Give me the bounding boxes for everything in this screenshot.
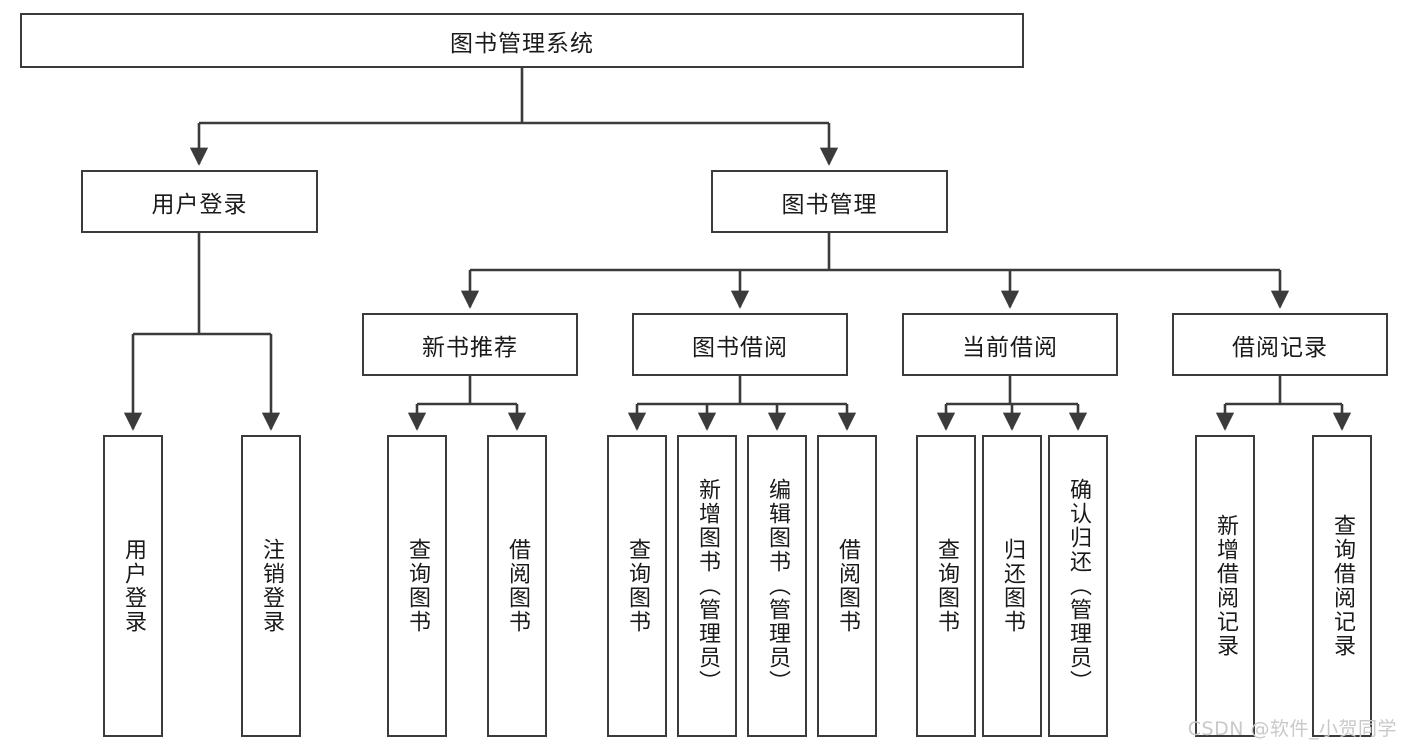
node-leaf-confirm-return[interactable]: 确认归还（管理员） <box>1048 435 1108 737</box>
node-new-book-recommend-label: 新书推荐 <box>422 334 518 361</box>
node-leaf-user-logout[interactable]: 注销登录 <box>241 435 301 737</box>
node-leaf-query-book-3[interactable]: 查询图书 <box>916 435 976 737</box>
node-leaf-confirm-return-label: 确认归还（管理员） <box>1066 478 1091 694</box>
node-leaf-borrow-book-1[interactable]: 借阅图书 <box>487 435 547 737</box>
node-user-login-label: 用户登录 <box>151 191 248 218</box>
node-current-borrow-label: 当前借阅 <box>962 334 1058 361</box>
node-leaf-query-record[interactable]: 查询借阅记录 <box>1312 435 1372 737</box>
node-root[interactable]: 图书管理系统 <box>20 13 1024 68</box>
node-leaf-query-record-label: 查询借阅记录 <box>1330 514 1355 658</box>
node-borrow-record[interactable]: 借阅记录 <box>1172 313 1388 376</box>
node-leaf-borrow-book-1-label: 借阅图书 <box>505 538 530 634</box>
node-leaf-user-login-label: 用户登录 <box>121 538 146 634</box>
node-leaf-edit-book[interactable]: 编辑图书（管理员） <box>747 435 807 737</box>
node-leaf-borrow-book-2[interactable]: 借阅图书 <box>817 435 877 737</box>
node-leaf-query-book-2-label: 查询图书 <box>625 538 650 634</box>
node-leaf-query-book-1-label: 查询图书 <box>405 538 430 634</box>
node-book-borrow-label: 图书借阅 <box>692 334 788 361</box>
node-leaf-borrow-book-2-label: 借阅图书 <box>835 538 860 634</box>
node-book-borrow[interactable]: 图书借阅 <box>632 313 848 376</box>
node-leaf-query-book-1[interactable]: 查询图书 <box>387 435 447 737</box>
node-leaf-edit-book-label: 编辑图书（管理员） <box>765 478 790 694</box>
node-leaf-user-logout-label: 注销登录 <box>259 538 284 634</box>
node-leaf-user-login[interactable]: 用户登录 <box>103 435 163 737</box>
node-leaf-add-book-label: 新增图书（管理员） <box>695 478 720 694</box>
node-user-login[interactable]: 用户登录 <box>81 170 318 233</box>
node-borrow-record-label: 借阅记录 <box>1232 334 1328 361</box>
node-leaf-query-book-3-label: 查询图书 <box>934 538 959 634</box>
node-leaf-return-book-label: 归还图书 <box>1000 538 1025 634</box>
node-current-borrow[interactable]: 当前借阅 <box>902 313 1118 376</box>
node-leaf-add-record[interactable]: 新增借阅记录 <box>1195 435 1255 737</box>
node-book-manage-label: 图书管理 <box>781 191 878 218</box>
node-new-book-recommend[interactable]: 新书推荐 <box>362 313 578 376</box>
node-book-manage[interactable]: 图书管理 <box>711 170 948 233</box>
node-leaf-return-book[interactable]: 归还图书 <box>982 435 1042 737</box>
node-root-label: 图书管理系统 <box>450 30 594 57</box>
node-leaf-add-record-label: 新增借阅记录 <box>1213 514 1238 658</box>
node-leaf-add-book[interactable]: 新增图书（管理员） <box>677 435 737 737</box>
node-leaf-query-book-2[interactable]: 查询图书 <box>607 435 667 737</box>
